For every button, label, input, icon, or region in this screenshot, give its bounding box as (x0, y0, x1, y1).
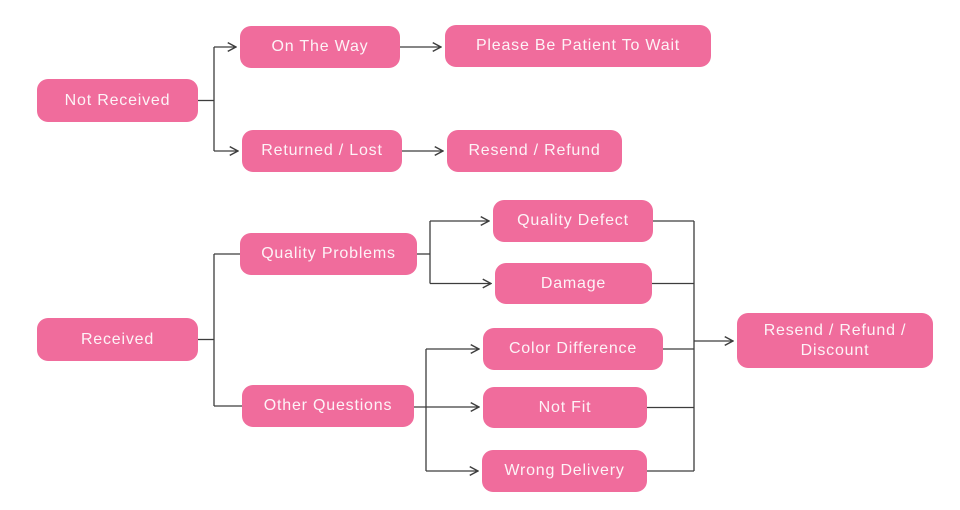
node-returned-lost: Returned / Lost (242, 130, 402, 172)
node-quality-problems: Quality Problems (240, 233, 417, 275)
node-wrong-delivery: Wrong Delivery (482, 450, 647, 492)
node-damage: Damage (495, 263, 652, 304)
node-other-questions: Other Questions (242, 385, 414, 427)
node-quality-defect: Quality Defect (493, 200, 653, 242)
edge-lines (198, 47, 733, 471)
node-resend-refund-discount: Resend / Refund / Discount (737, 313, 933, 368)
node-not-received: Not Received (37, 79, 198, 122)
node-not-fit: Not Fit (483, 387, 647, 428)
node-color-difference: Color Difference (483, 328, 663, 370)
node-resend-refund: Resend / Refund (447, 130, 622, 172)
node-received: Received (37, 318, 198, 361)
node-on-the-way: On The Way (240, 26, 400, 68)
node-please-be-patient: Please Be Patient To Wait (445, 25, 711, 67)
